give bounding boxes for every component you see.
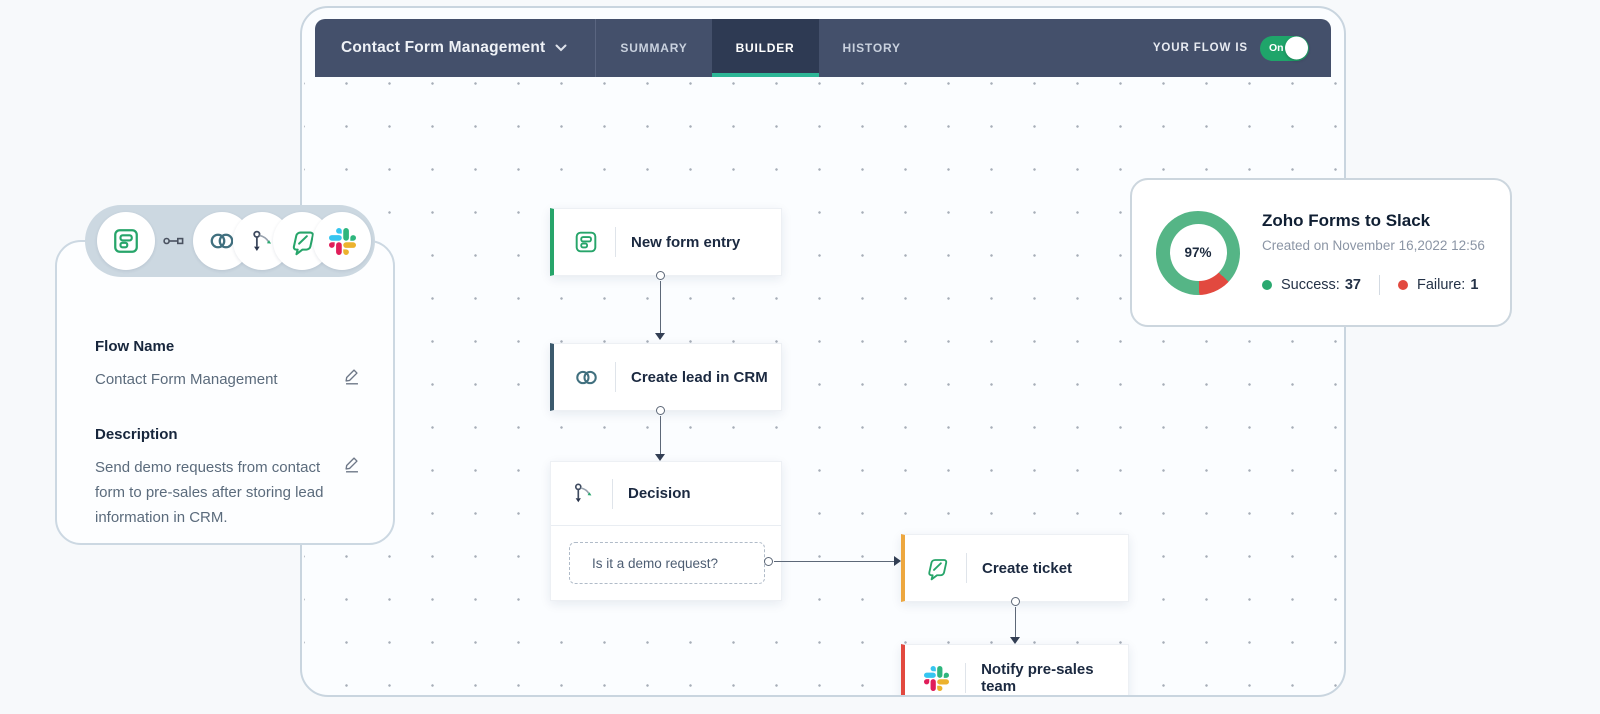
flow-on-toggle[interactable]: On [1260, 35, 1309, 61]
stats-flow-title: Zoho Forms to Slack [1262, 210, 1431, 230]
decision-icon [252, 230, 271, 251]
arrow-down [655, 333, 665, 340]
flow-status-label: YOUR FLOW IS [1152, 42, 1248, 54]
node-label: Create lead in CRM [631, 368, 768, 386]
zoho-desk-icon [292, 231, 314, 255]
flow-title: Contact Form Management [341, 39, 546, 56]
zoho-crm-icon [572, 364, 600, 391]
flow-title-dropdown[interactable]: Contact Form Management [315, 19, 597, 77]
failure-label: Failure: [1416, 276, 1466, 293]
decision-head: Decision [551, 462, 781, 526]
arrow-down [655, 454, 665, 461]
node-new-form-entry[interactable]: New form entry [550, 208, 782, 276]
node-divider [615, 227, 616, 257]
connector-port[interactable] [764, 557, 773, 566]
description-value: Send demo requests from contact form to … [95, 459, 324, 526]
arrow-right [894, 556, 901, 566]
node-decision[interactable]: Decision Is it a demo request? [550, 461, 782, 601]
connector-line [660, 416, 661, 454]
node-label: Create ticket [982, 559, 1073, 577]
node-divider [965, 663, 967, 693]
zoho-desk-icon [923, 555, 951, 581]
node-divider [966, 553, 967, 583]
edit-flow-name-button[interactable] [341, 365, 363, 392]
success-rate-percent: 97% [1169, 224, 1227, 281]
stats-legend: Success: 37 Failure: 1 [1262, 274, 1485, 295]
tab-builder[interactable]: BUILDER [711, 19, 819, 77]
success-value: 37 [1344, 276, 1361, 293]
success-rate-donut: 97% [1156, 210, 1240, 295]
arrow-down [1010, 637, 1020, 644]
flow-name-value: Contact Form Management [95, 371, 278, 388]
tab-history[interactable]: HISTORY [842, 41, 901, 55]
connector-port[interactable] [656, 406, 665, 415]
legend-divider [1378, 274, 1380, 295]
pencil-icon [345, 457, 358, 473]
flow-builder-panel: Contact Form Management SUMMARY BUILDER … [300, 6, 1346, 697]
zoho-crm-icon [210, 233, 234, 249]
connected-apps-pill [85, 205, 375, 277]
decision-condition[interactable]: Is it a demo request? [569, 542, 765, 584]
node-label: Notify pre-sales team [981, 661, 1094, 695]
flow-details-card: Flow Name Contact Form Management Descri… [55, 240, 395, 545]
pencil-icon [345, 369, 358, 385]
connector-line [774, 561, 895, 562]
decision-icon [569, 481, 597, 506]
flow-canvas[interactable]: New form entry Create lead in CRM [304, 77, 1342, 695]
description-label: Description [95, 426, 178, 443]
node-divider [615, 362, 616, 392]
success-dot [1262, 279, 1272, 290]
zoho-forms-icon [114, 229, 138, 253]
zoho-forms-app-badge[interactable] [97, 212, 155, 270]
builder-tabs: SUMMARY BUILDER HISTORY [596, 19, 924, 77]
builder-topbar: Contact Form Management SUMMARY BUILDER … [315, 19, 1331, 77]
node-label: Decision [628, 485, 691, 502]
connector-line [660, 281, 661, 333]
flow-status-area: YOUR FLOW IS On [1153, 19, 1331, 77]
edit-description-button[interactable] [341, 453, 363, 480]
success-label: Success: [1281, 276, 1340, 293]
flow-stats-card: 97% Zoho Forms to Slack Created on Novem… [1130, 178, 1512, 327]
node-label: New form entry [631, 233, 741, 251]
flow-name-label: Flow Name [95, 338, 175, 355]
connector-port[interactable] [1011, 597, 1020, 606]
slack-app-badge[interactable] [313, 212, 371, 270]
zoho-forms-icon [572, 229, 600, 255]
toggle-knob [1285, 36, 1308, 60]
node-divider [612, 478, 613, 509]
slack-icon [328, 227, 356, 255]
failure-value: 1 [1470, 276, 1479, 293]
tab-summary[interactable]: SUMMARY [620, 41, 688, 55]
link-connector-icon [155, 236, 193, 246]
toggle-on-label: On [1269, 42, 1284, 54]
node-notify-presales[interactable]: Notify pre-sales team [901, 644, 1129, 695]
node-create-lead-crm[interactable]: Create lead in CRM [550, 343, 782, 411]
slack-icon [923, 665, 950, 691]
stats-created-on: Created on November 16,2022 12:56 [1262, 237, 1485, 253]
connector-line [1015, 607, 1016, 637]
chevron-down-icon [555, 44, 567, 52]
connector-port[interactable] [656, 271, 665, 280]
node-create-ticket[interactable]: Create ticket [901, 534, 1129, 602]
failure-dot [1397, 279, 1408, 290]
